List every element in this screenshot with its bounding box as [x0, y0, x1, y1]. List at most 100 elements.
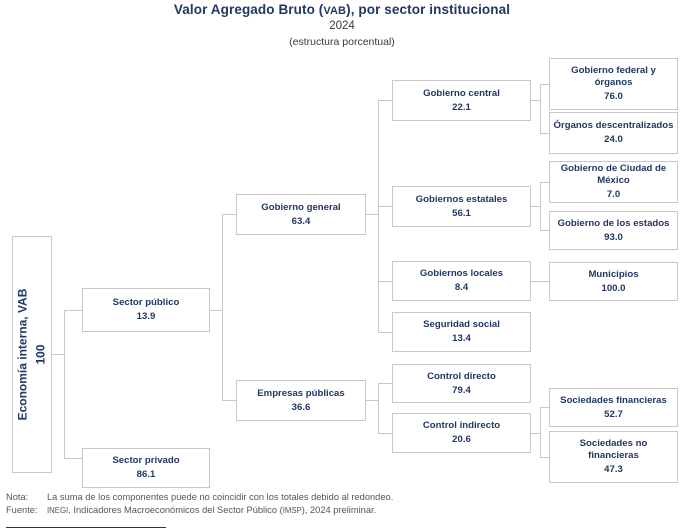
node-control-directo[interactable]: Control directo 79.4	[392, 364, 531, 403]
footer-fuente-text: INEGI. Indicadores Macroeconómicos del S…	[47, 504, 678, 518]
node-sector-privado[interactable]: Sector privado 86.1	[82, 448, 210, 488]
node-gobierno-federal-label: Gobierno federal y órganos	[571, 65, 656, 88]
connector-gobiernos-estatales-spine	[540, 182, 541, 230]
node-economia-interna[interactable]: Economía interna, VAB 100	[12, 236, 52, 473]
node-gobierno-central-value: 22.1	[452, 101, 471, 113]
footer-fuente-row: Fuente: INEGI. Indicadores Macroeconómic…	[6, 504, 678, 518]
node-gobiernos-locales[interactable]: Gobiernos locales 8.4	[392, 261, 531, 301]
node-gobierno-central[interactable]: Gobierno central 22.1	[392, 80, 531, 121]
connector-gobierno-general-stem	[366, 214, 378, 215]
node-sociedades-financieras[interactable]: Sociedades financieras 52.7	[549, 388, 678, 427]
connector-empresas-publicas-stem	[366, 400, 378, 401]
connector-gc-to-gobierno-federal	[540, 84, 549, 85]
node-sociedades-no-financieras[interactable]: Sociedades no financieras 47.3	[549, 431, 678, 483]
connector-gg-to-seguridad-social	[378, 332, 392, 333]
node-organos-descentralizados-label: Órganos descentralizados	[553, 120, 674, 131]
node-gobiernos-estatales-value: 56.1	[452, 207, 471, 219]
connector-control-indirecto-spine	[540, 407, 541, 457]
connector-ge-to-gob-estados	[540, 230, 549, 231]
node-gobiernos-estatales-label: Gobiernos estatales	[415, 193, 508, 205]
connector-empresas-publicas-spine	[378, 383, 379, 433]
node-sector-privado-label: Sector privado	[112, 455, 180, 466]
connector-gobiernos-estatales-stem	[531, 206, 540, 207]
node-sociedades-financieras-value: 52.7	[604, 408, 623, 420]
footer-nota-text: La suma de los componentes puede no coin…	[47, 492, 394, 502]
node-gobiernos-locales-label: Gobiernos locales	[419, 268, 504, 279]
node-municipios[interactable]: Municipios 100.0	[549, 262, 678, 301]
node-sector-publico-value: 13.9	[136, 311, 156, 322]
connector-sector-publico-spine	[222, 214, 223, 400]
node-seguridad-social[interactable]: Seguridad social 13.4	[392, 312, 531, 352]
connector-sector-publico-to-empresas-publicas	[222, 400, 236, 401]
connector-root-to-sector-publico	[64, 310, 82, 311]
node-empresas-publicas-value: 36.6	[291, 401, 311, 413]
node-municipios-value: 100.0	[601, 282, 626, 294]
node-control-directo-value: 79.4	[452, 384, 471, 396]
connector-root-to-sector-privado	[64, 458, 82, 459]
node-gobierno-central-label: Gobierno central	[423, 87, 500, 99]
footer-fuente-end: ), 2024 preliminar.	[301, 504, 377, 515]
node-gobierno-general-value: 63.4	[291, 215, 311, 227]
node-sector-privado-value: 86.1	[136, 469, 156, 480]
node-municipios-label: Municipios	[588, 268, 639, 280]
node-gobierno-cdmx-value: 7.0	[606, 189, 621, 200]
node-empresas-publicas-label: Empresas públicas	[257, 387, 345, 399]
connector-sector-publico-stem	[210, 310, 222, 311]
node-gobierno-general-label: Gobierno general	[261, 201, 341, 213]
node-empresas-publicas[interactable]: Empresas públicas 36.6	[236, 380, 366, 421]
connector-gg-to-gobiernos-estatales	[378, 206, 392, 207]
connector-root-stem	[52, 354, 64, 355]
node-gobierno-estados[interactable]: Gobierno de los estados 93.0	[549, 211, 678, 250]
connector-ep-to-control-indirecto	[378, 433, 392, 434]
node-control-indirecto-value: 20.6	[452, 434, 471, 445]
chart-title: Valor Agregado Bruto (VAB), por sector i…	[0, 2, 684, 17]
connector-ep-to-control-directo	[378, 383, 392, 384]
chart-title-abbr: VAB	[323, 5, 347, 17]
footer-nota-row: Nota: La suma de los componentes puede n…	[6, 491, 678, 504]
node-sociedades-no-financieras-value: 47.3	[604, 464, 623, 475]
chart-subtitle-units: (estructura porcentual)	[289, 36, 395, 48]
node-control-directo-label: Control directo	[427, 370, 496, 382]
footer-nota-label: Nota:	[6, 492, 29, 502]
footer-notes: Nota: La suma de los componentes puede n…	[6, 491, 678, 528]
node-seguridad-social-label: Seguridad social	[423, 319, 500, 330]
node-economia-interna-inner: Economía interna, VAB 100	[16, 286, 49, 424]
node-organos-descentralizados-value: 24.0	[604, 134, 623, 145]
node-sociedades-financieras-label: Sociedades financieras	[560, 394, 667, 406]
node-sociedades-no-financieras-label: Sociedades no financieras	[579, 438, 648, 461]
connector-gobierno-central-spine	[540, 84, 541, 133]
node-gobierno-federal[interactable]: Gobierno federal y órganos 76.0	[549, 58, 678, 110]
connector-ci-to-soc-no-financieras	[540, 457, 549, 458]
node-control-indirecto[interactable]: Control indirecto 20.6	[392, 413, 531, 453]
node-gobierno-cdmx[interactable]: Gobierno de Ciudad de México 7.0	[549, 161, 678, 203]
node-organos-descentralizados[interactable]: Órganos descentralizados 24.0	[549, 112, 678, 154]
node-sector-publico[interactable]: Sector público 13.9	[82, 288, 210, 332]
connector-control-indirecto-stem	[531, 433, 540, 434]
connector-ge-to-gob-cdmx	[540, 182, 549, 183]
footer-abbr-inegi: INEGI	[47, 505, 69, 515]
node-gobierno-federal-value: 76.0	[604, 91, 623, 102]
connector-ci-to-soc-financieras	[540, 407, 549, 408]
node-gobiernos-locales-value: 8.4	[454, 282, 469, 293]
connector-gg-to-gobiernos-locales	[378, 281, 392, 282]
footer-fuente-mid: . Indicadores Macroeconómicos del Sector…	[68, 504, 283, 515]
connector-gg-to-gobierno-central	[378, 100, 392, 101]
node-gobierno-estados-label: Gobierno de los estados	[557, 217, 670, 229]
connector-root-spine	[64, 310, 65, 458]
chart-title-pre: Valor Agregado Bruto (	[173, 2, 324, 17]
connector-gl-to-municipios	[531, 281, 549, 282]
node-seguridad-social-value: 13.4	[452, 333, 471, 344]
chart-subtitle-year: 2024	[329, 20, 355, 32]
node-sector-publico-label: Sector público	[112, 297, 180, 308]
node-gobiernos-estatales[interactable]: Gobiernos estatales 56.1	[392, 186, 531, 227]
node-gobierno-general[interactable]: Gobierno general 63.4	[236, 194, 366, 235]
node-economia-interna-label: Economía interna, VAB	[15, 288, 30, 421]
footer-abbr-imsp: IMSP	[282, 505, 302, 515]
connector-gobierno-central-stem	[531, 100, 540, 101]
chart-title-post: ), por sector institucional	[346, 2, 511, 17]
node-gobierno-estados-value: 93.0	[604, 231, 623, 243]
footer-fuente-label: Fuente:	[6, 504, 38, 515]
connector-gc-to-organos-desc	[540, 133, 549, 134]
node-gobierno-cdmx-label: Gobierno de Ciudad de México	[560, 163, 667, 186]
